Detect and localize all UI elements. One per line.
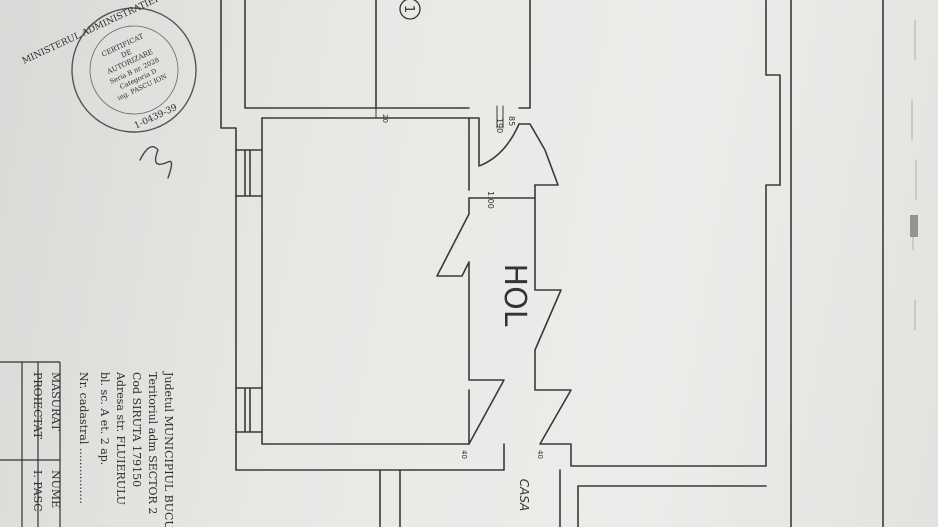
dim-wall-right-bottom: 40	[536, 450, 544, 459]
door-leaf	[518, 123, 559, 186]
room-wall	[261, 117, 480, 129]
svg-text:Cod SIRUTA 179150: Cod SIRUTA 179150	[130, 372, 143, 487]
exterior-wall	[244, 0, 470, 109]
svg-text:DE: DE	[120, 48, 133, 60]
svg-text:Teritoriul adm SECTOR 2: Teritoriul adm SECTOR 2	[146, 372, 159, 514]
official-stamp: MINISTERUL ADMINISTRATIEI PUBLICE CERTIF…	[21, 0, 202, 133]
room-wall	[518, 0, 531, 109]
dim-opening: 1.00	[486, 191, 495, 209]
room-wall	[261, 117, 470, 445]
exterior-wall	[220, 0, 237, 471]
bottom-wall	[235, 443, 505, 471]
title-block: Judetul MUNICIPIUL BUCU Teritoriul adm S…	[77, 371, 175, 527]
svg-text:Judetul MUNICIPIUL BUCU: Judetul MUNICIPIUL BUCU	[162, 371, 175, 527]
hall-wall	[534, 184, 781, 467]
dimension-line	[375, 105, 504, 129]
svg-text:bl. sc. A et. 2 ap.: bl. sc. A et. 2 ap.	[98, 372, 111, 465]
svg-text:Adresa str. FLUIERULU: Adresa str. FLUIERULU	[114, 371, 127, 505]
dim-wall-top: 20	[381, 114, 389, 123]
dim-wall-left-bottom: 40	[460, 450, 468, 459]
hall-label: HOL	[497, 264, 532, 327]
bleed-through-marks	[910, 20, 918, 330]
room-number: 1	[401, 5, 416, 13]
room-number-circle	[399, 0, 421, 20]
stamp-number: 1-0439-39	[133, 103, 179, 132]
signature	[139, 146, 173, 179]
table-cell-value: I. PASC	[31, 470, 44, 512]
bottom-wall	[379, 469, 401, 527]
hall-wall	[436, 197, 505, 445]
title-table	[0, 361, 61, 527]
window	[235, 149, 263, 197]
dim-door-top: 85	[507, 116, 516, 126]
dim-door-bottom: 190	[495, 118, 504, 133]
svg-text:Nr. cadastral ................: Nr. cadastral ................	[77, 372, 90, 504]
door-leaf	[478, 123, 520, 167]
bottom-wall	[559, 469, 767, 527]
hall-wall	[765, 0, 781, 186]
table-cell-name: NUME	[49, 470, 62, 508]
stair-label: CASA	[517, 479, 531, 511]
table-row-measured: MASURAT	[49, 372, 62, 432]
table-row-designed: PROIECTAT	[31, 372, 44, 440]
window	[235, 387, 263, 433]
stamp-ring-text: MINISTERUL ADMINISTRATIEI PUBLICE	[21, 0, 202, 67]
